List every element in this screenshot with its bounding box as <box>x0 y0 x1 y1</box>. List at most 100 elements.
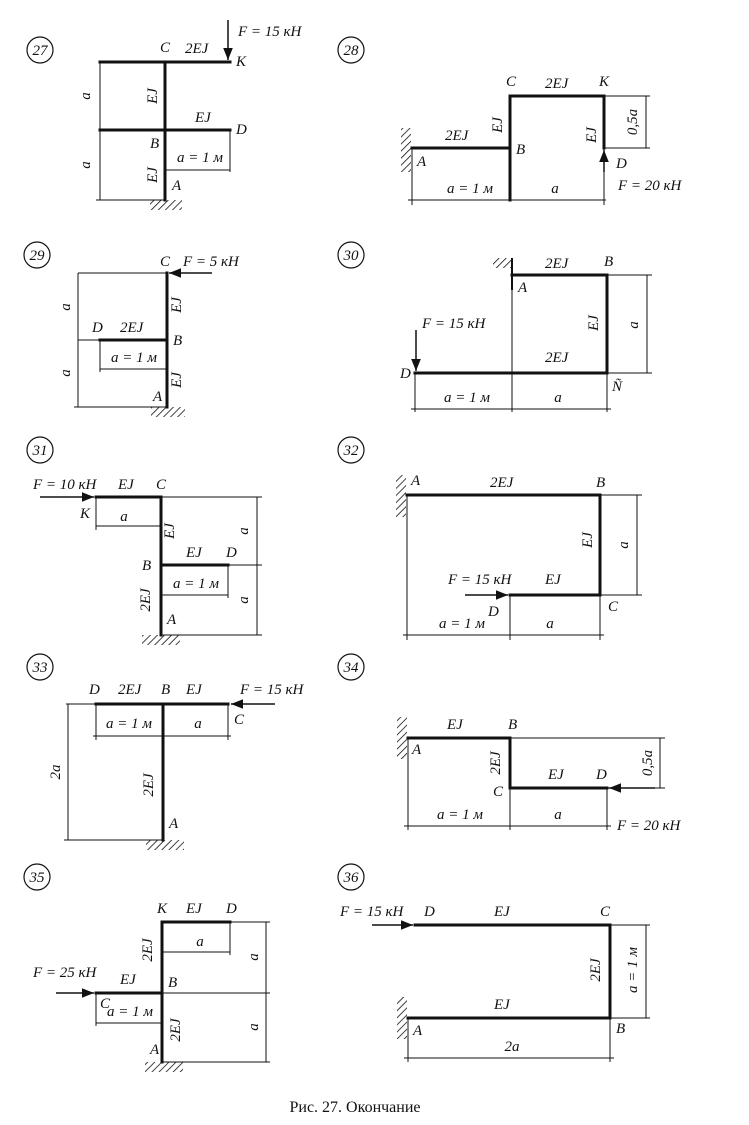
dim-label: a = 1 м <box>173 576 219 592</box>
dim-label: a <box>554 807 562 823</box>
node-label: A <box>152 389 163 405</box>
stiffness-label: 2EJ <box>120 320 145 336</box>
stiffness-label: 2EJ <box>545 350 570 366</box>
dim-label: a = 1 м <box>106 716 152 732</box>
node-label: B <box>508 717 517 733</box>
stiffness-label: EJ <box>584 126 600 144</box>
dim-label: a = 1 м <box>177 150 223 166</box>
node-label: K <box>598 74 610 90</box>
problem-number: 27 <box>33 43 50 59</box>
stiffness-label: 2EJ <box>141 772 157 797</box>
node-label: A <box>517 280 528 296</box>
stiffness-label: EJ <box>586 314 602 332</box>
dim-label: a <box>58 369 74 377</box>
stiffness-label: 2EJ <box>118 682 143 698</box>
dim-label: a = 1 м <box>437 807 483 823</box>
problem-33: 33 a = 1 м a 2a F = 15 кН 2EJ EJ 2EJ D B… <box>26 653 305 850</box>
node-label: C <box>160 254 171 270</box>
problem-32: 32 a = 1 м a a F = 15 кН 2EJ EJ EJ A B D… <box>337 436 642 640</box>
node-label: C <box>160 40 171 56</box>
problem-29: 29 a a a = 1 м F = 5 кН 2EJ EJ EJ C D B … <box>23 241 240 417</box>
node-label: D <box>615 156 627 172</box>
force-label: F = 15 кН <box>237 24 303 40</box>
dim-label: a = 1 м <box>111 350 157 366</box>
fixed-support <box>396 475 406 517</box>
node-label: C <box>506 74 517 90</box>
problem-number: 31 <box>32 443 48 459</box>
stiffness-label: EJ <box>446 717 464 733</box>
node-label: B <box>168 975 177 991</box>
dim-label: a <box>246 953 262 961</box>
force-label: F = 10 кН <box>32 477 98 493</box>
node-label: B <box>150 136 159 152</box>
dim-label: a <box>196 934 204 950</box>
dim-label: a <box>78 92 94 100</box>
dim-label: a <box>194 716 202 732</box>
problem-number-circle <box>26 36 54 64</box>
force-label: F = 15 кН <box>239 682 305 698</box>
node-label: D <box>88 682 100 698</box>
stiffness-label: 2EJ <box>140 937 156 962</box>
problem-number: 32 <box>343 443 360 459</box>
force-label: F = 20 кН <box>617 178 683 194</box>
node-label: D <box>399 366 411 382</box>
stiffness-label: 2EJ <box>445 128 470 144</box>
force-label: F = 25 кН <box>32 965 98 981</box>
frame <box>94 920 232 1064</box>
node-label: D <box>91 320 103 336</box>
stiffness-label: EJ <box>145 87 161 105</box>
fixed-support <box>145 1062 183 1072</box>
dim-label: 0,5a <box>640 750 656 776</box>
node-label: D <box>595 767 607 783</box>
stiffness-label: EJ <box>185 901 203 917</box>
node-label: B <box>616 1021 625 1037</box>
stiffness-label: EJ <box>185 682 203 698</box>
stiffness-label: EJ <box>493 904 511 920</box>
dim-label: a = 1 м <box>107 1004 153 1020</box>
dim-label: a <box>246 1023 262 1031</box>
fixed-support <box>142 635 180 645</box>
node-label: B <box>516 142 525 158</box>
stiffness-label: EJ <box>580 531 596 549</box>
node-label: D <box>423 904 435 920</box>
problem-number: 29 <box>30 248 46 264</box>
figure-caption: Рис. 27. Окончание <box>289 1099 420 1116</box>
node-label: D <box>225 545 237 561</box>
node-label: Ñ <box>611 378 623 395</box>
dim-label: a <box>120 509 128 525</box>
dim-label: a <box>554 390 562 406</box>
node-label: D <box>487 604 499 620</box>
node-label: A <box>412 1023 423 1039</box>
node-label: D <box>225 901 237 917</box>
force-label: F = 15 кН <box>339 904 405 920</box>
node-label: A <box>166 612 177 628</box>
stiffness-label: 2EJ <box>185 41 210 57</box>
fixed-support <box>151 407 185 417</box>
force-label: F = 15 кН <box>447 572 513 588</box>
stiffness-label: EJ <box>544 572 562 588</box>
dim-label: a = 1 м <box>447 181 493 197</box>
dim-label: a <box>236 527 252 535</box>
dim-label: a = 1 м <box>444 390 490 406</box>
frame <box>94 495 230 637</box>
node-label: B <box>596 475 605 491</box>
node-label: A <box>416 154 427 170</box>
stiffness-label: EJ <box>493 997 511 1013</box>
frame <box>98 60 232 202</box>
stiffness-label: 2EJ <box>545 76 570 92</box>
node-label: B <box>161 682 170 698</box>
stiffness-label: EJ <box>185 545 203 561</box>
dim-label: a = 1 м <box>439 616 485 632</box>
stiffness-label: 2EJ <box>168 1017 184 1042</box>
fixed-support <box>397 717 407 759</box>
stiffness-label: EJ <box>194 110 212 126</box>
frame <box>94 702 230 842</box>
fixed-support <box>401 128 411 172</box>
node-label: K <box>235 54 247 70</box>
stiffness-label: 2EJ <box>490 475 515 491</box>
node-label: C <box>234 712 245 728</box>
stiffness-label: EJ <box>145 166 161 184</box>
node-label: C <box>493 784 504 800</box>
stiffness-label: EJ <box>547 767 565 783</box>
